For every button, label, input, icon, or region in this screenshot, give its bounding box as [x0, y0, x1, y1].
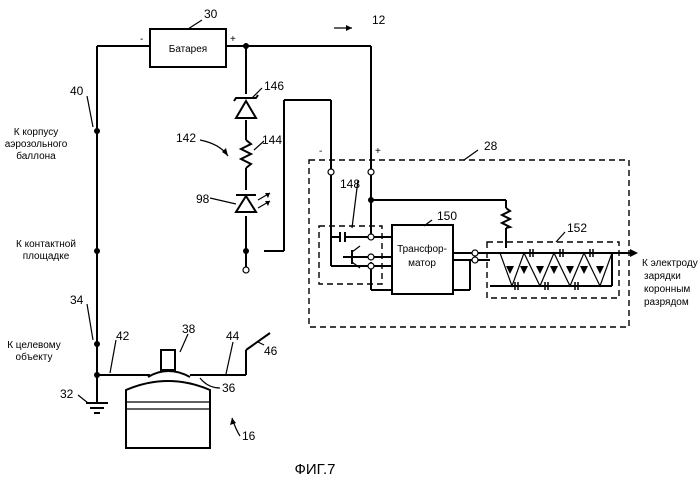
ref-146: 146	[264, 79, 284, 93]
ref-16: 16	[242, 429, 256, 443]
ref-150: 150	[437, 209, 457, 223]
battery-block: Батарея	[150, 29, 226, 67]
svg-text:К контактной: К контактной	[16, 239, 76, 250]
svg-text:баллона: баллона	[16, 150, 56, 162]
spray-can-icon	[126, 350, 210, 448]
figure-caption: ФИГ.7	[295, 461, 336, 478]
ref-152: 152	[567, 221, 587, 235]
svg-text:К корпусу: К корпусу	[14, 127, 59, 138]
ref-46: 46	[264, 344, 278, 358]
svg-text:К целевому: К целевому	[7, 340, 61, 351]
zener-diode-icon	[234, 95, 258, 118]
capacitor-icon	[331, 232, 374, 242]
electrode-label: К электроду зарядки коронным разрядом	[642, 258, 698, 308]
housing-label: К корпусу аэрозольного баллона	[5, 127, 68, 162]
output-arrow-icon	[630, 249, 638, 257]
ref-148: 148	[340, 177, 360, 191]
transformer-label-line1: Трансфор-	[397, 243, 447, 255]
ref-32: 32	[60, 387, 74, 401]
ref-144: 144	[262, 133, 282, 147]
ref-30: 30	[204, 7, 218, 21]
svg-text:К электроду: К электроду	[642, 258, 698, 269]
battery-plus-sign: +	[230, 34, 236, 45]
multiplier-ladder	[490, 249, 630, 290]
module-minus-sign: -	[319, 146, 322, 157]
ref-28: 28	[484, 139, 498, 153]
ref-34: 34	[70, 293, 84, 307]
transformer-label-line2: матор	[408, 258, 436, 269]
ref-98: 98	[196, 192, 210, 206]
ref-42: 42	[116, 329, 130, 343]
svg-text:объекту: объекту	[16, 351, 53, 363]
svg-text:разрядом: разрядом	[644, 297, 689, 308]
battery-label: Батарея	[169, 44, 207, 55]
transformer-block: Трансфор- матор	[392, 225, 453, 294]
ref-44: 44	[226, 329, 240, 343]
ref-12: 12	[372, 13, 386, 27]
resistor-icon	[241, 140, 251, 168]
battery-minus-sign: -	[140, 34, 143, 45]
multiplier-diodes	[500, 253, 612, 286]
target-object-label: К целевому объекту	[7, 340, 61, 363]
ref-40: 40	[70, 84, 84, 98]
switch-icon	[243, 267, 249, 273]
ref-142: 142	[176, 131, 196, 145]
svg-text:аэрозольного: аэрозольного	[5, 139, 68, 150]
ref-38: 38	[182, 322, 196, 336]
module-plus-sign: +	[375, 146, 381, 157]
led-diode-icon	[236, 193, 270, 212]
module-resistor-icon	[502, 208, 510, 228]
svg-text:коронным: коронным	[644, 284, 690, 295]
ground-symbol-icon	[86, 403, 108, 413]
svg-text:площадке: площадке	[23, 251, 70, 262]
svg-text:зарядки: зарядки	[644, 271, 681, 282]
leader-lines	[78, 20, 565, 436]
ref-36: 36	[222, 381, 236, 395]
reference-numbers: 30 12 146 142 144 28 148 150 152 98 40 3…	[60, 7, 587, 443]
contact-pad-label: К контактной площадке	[16, 239, 76, 262]
